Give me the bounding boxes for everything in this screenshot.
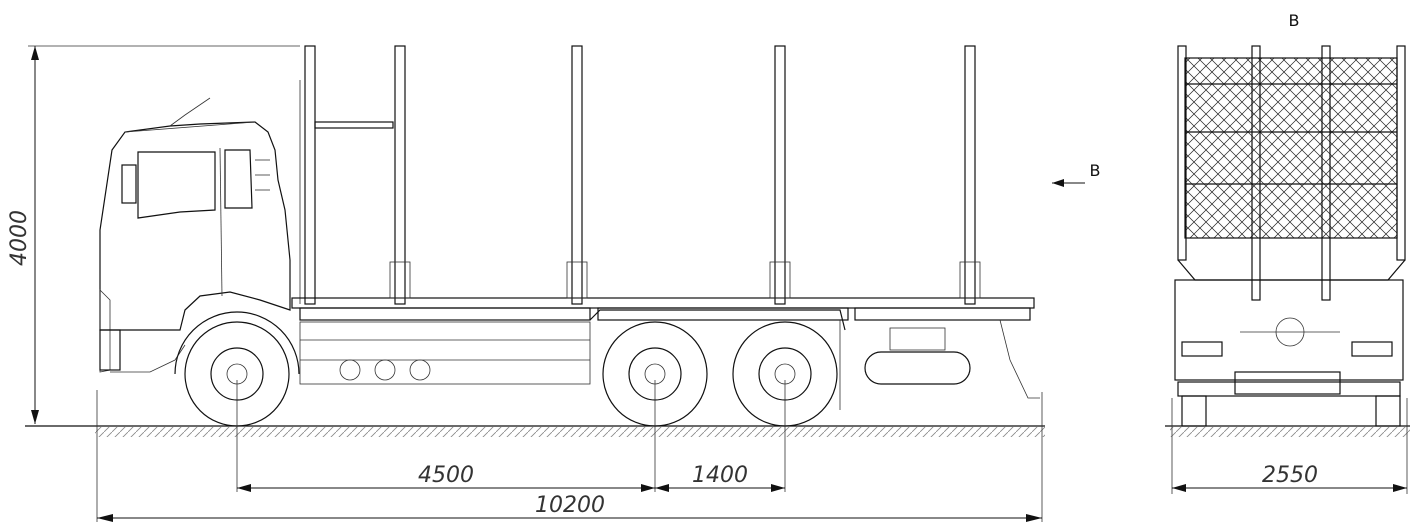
- rear-light-left: [1181, 341, 1223, 357]
- tandem-dimension: [655, 484, 785, 492]
- rear-stake-left: [1177, 45, 1187, 261]
- chassis: [291, 297, 1040, 410]
- rear-body: [1174, 279, 1404, 381]
- bumper: [99, 329, 121, 371]
- wheelbase-label: 4500: [418, 463, 474, 488]
- rear-view-title: B: [1289, 11, 1300, 30]
- rear-post-right: [1321, 45, 1331, 301]
- rear-fender: [589, 309, 846, 331]
- stake-3: [774, 45, 786, 305]
- stake-1: [394, 45, 406, 305]
- side-view: [25, 45, 1085, 522]
- view-arrow-label: B: [1090, 161, 1101, 180]
- height-label: 4000: [7, 210, 32, 266]
- stake-4: [964, 45, 976, 305]
- width-dimension: [1172, 484, 1407, 492]
- rear-view: [1165, 45, 1410, 494]
- rear-post-left: [1251, 45, 1261, 301]
- stake-2: [571, 45, 583, 305]
- rear-wheel-right: [1375, 395, 1401, 427]
- tank-box: [299, 321, 591, 385]
- headboard: [299, 45, 394, 305]
- mirror: [121, 164, 137, 204]
- rear-plate: [1234, 371, 1341, 395]
- spare-tank: [864, 351, 971, 385]
- overall-length-dimension: [97, 514, 1042, 522]
- view-b-arrow: [1052, 179, 1085, 187]
- cab-window: [137, 151, 216, 219]
- rear-mesh-panel: [1185, 58, 1397, 238]
- rear-wheel-left: [1181, 395, 1207, 427]
- rear-bumper: [1177, 381, 1401, 397]
- rear-stake-right: [1396, 45, 1406, 261]
- rear-box: [889, 327, 946, 351]
- tandem-label: 1400: [692, 463, 748, 488]
- truck-cab: [99, 97, 291, 373]
- height-dimension: [28, 45, 300, 424]
- cab-door-window: [224, 149, 253, 209]
- bed-deck: [291, 297, 1035, 309]
- stakes: [389, 45, 981, 305]
- wheelbase-dimension: [237, 484, 655, 492]
- overall-length-label: 10200: [535, 493, 605, 518]
- width-label: 2550: [1262, 463, 1318, 488]
- rear-bed: [1177, 259, 1406, 281]
- ground-hatch: [95, 427, 1045, 437]
- rear-light-right: [1351, 341, 1393, 357]
- rear-ground-hatch: [1170, 427, 1410, 437]
